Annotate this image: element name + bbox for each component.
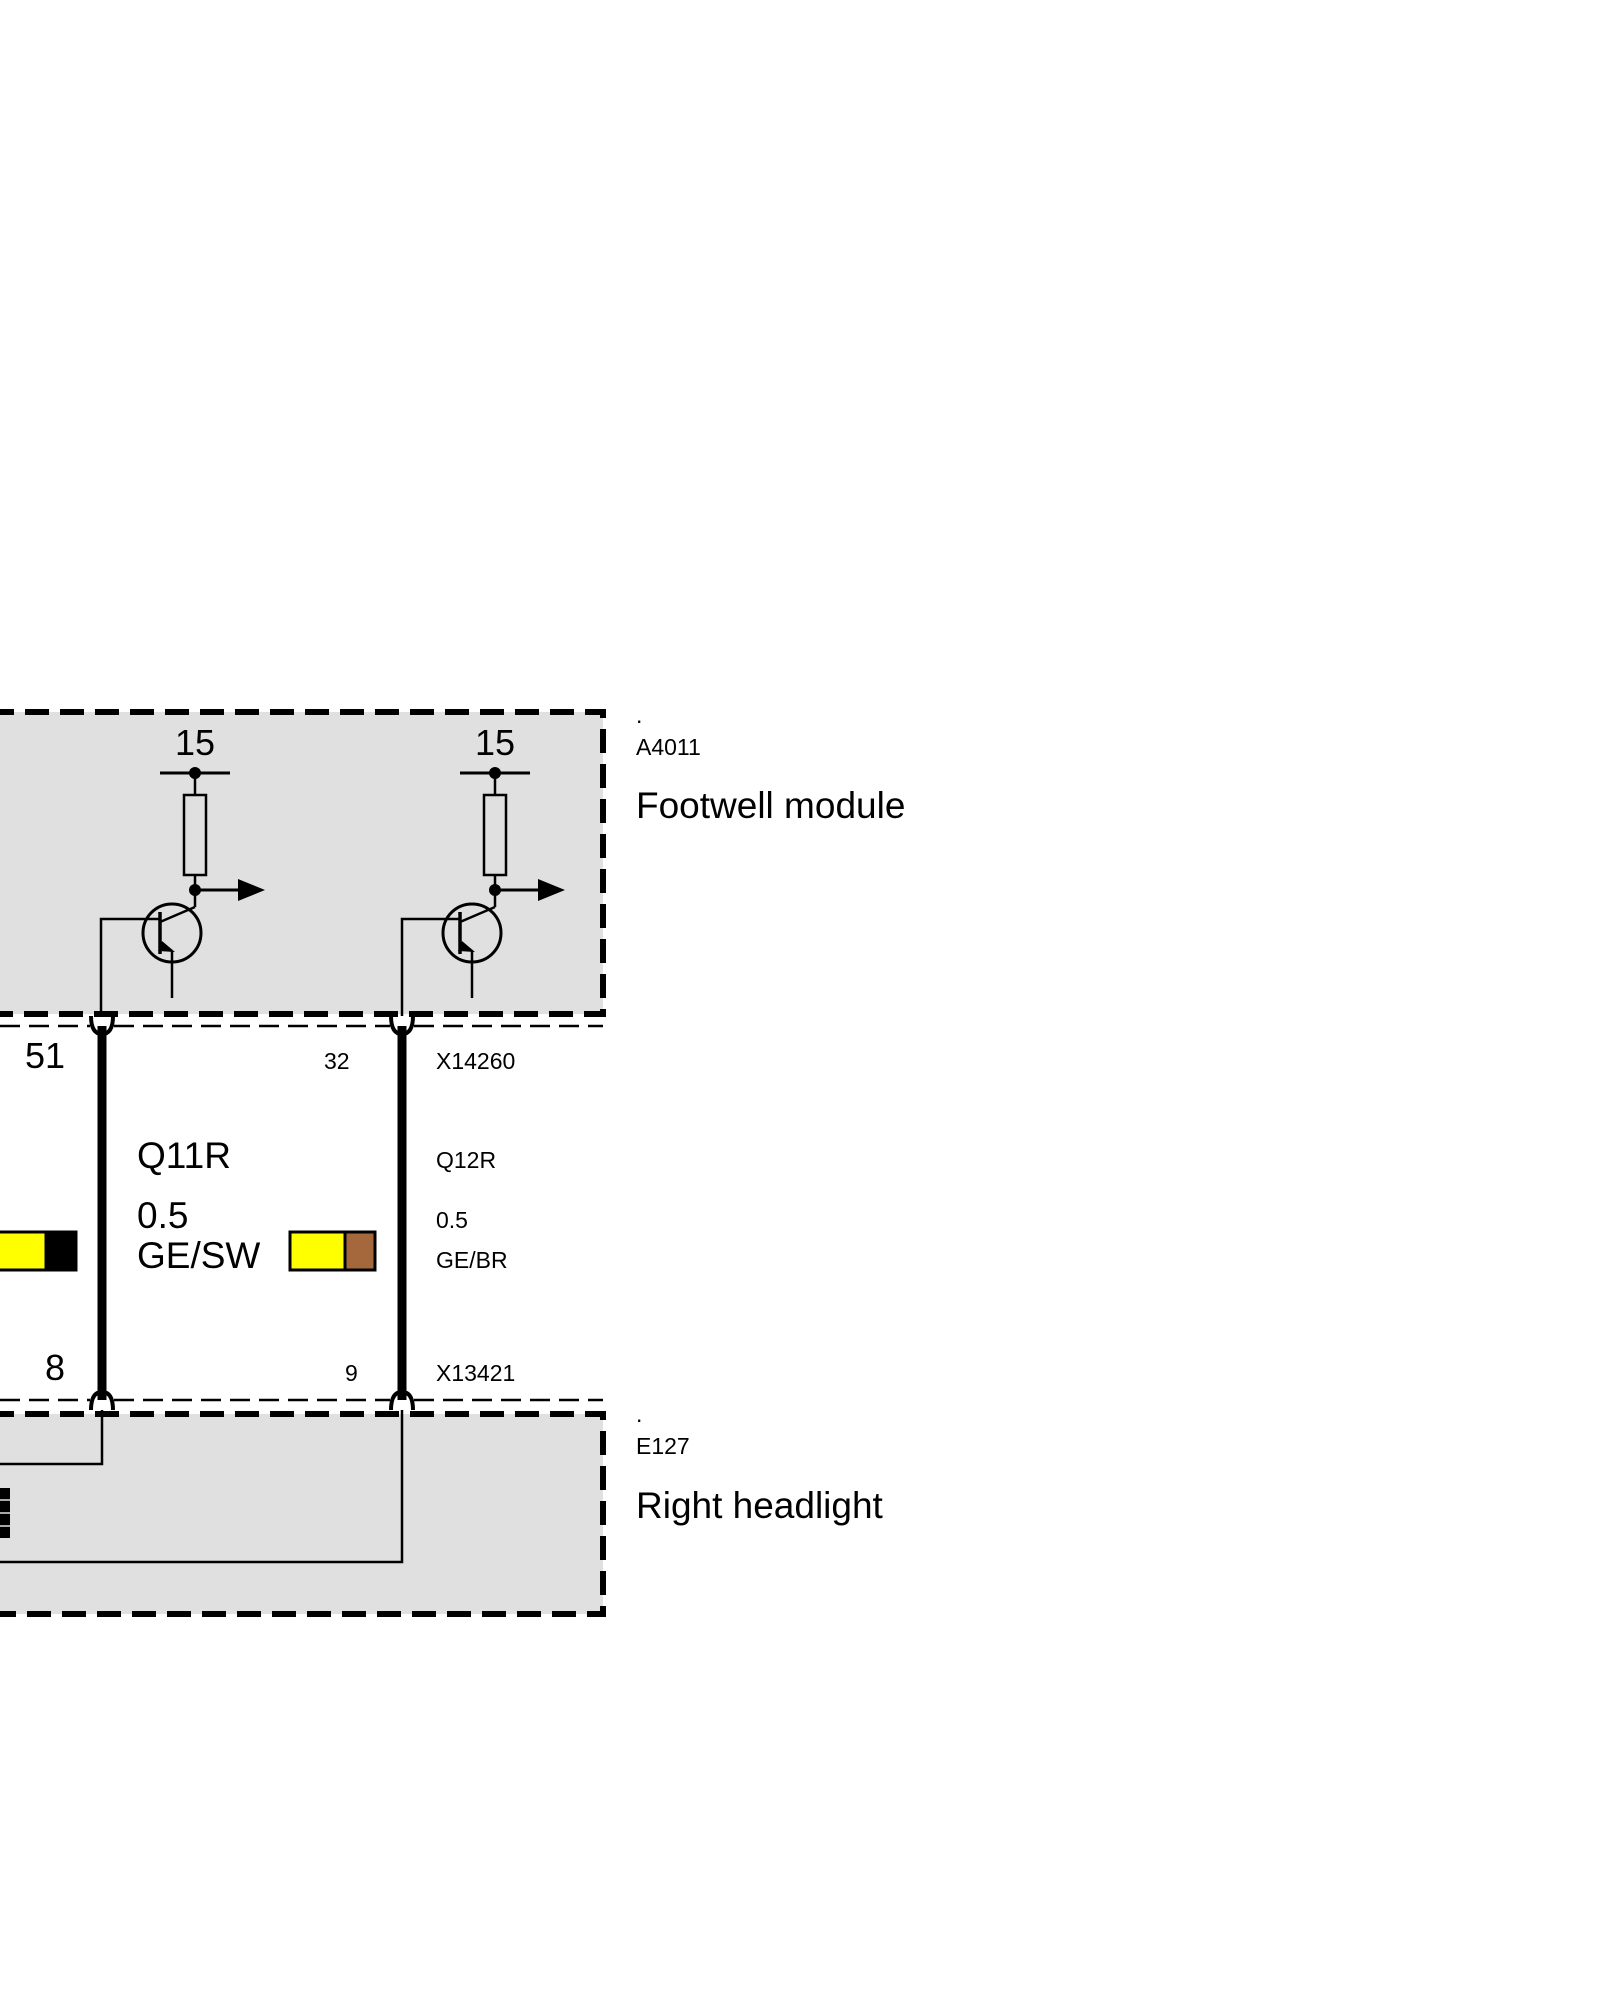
right-headlight-box [0,1411,606,1617]
supply-label-left: 15 [175,722,215,763]
wire-q11r-color-swatch [0,1230,78,1272]
left-output-driver [99,767,265,1016]
wire-q11r-gauge: 0.5 [137,1195,188,1236]
wire-q12r [389,1015,415,1411]
connector-x13421-pin-9: 9 [345,1360,358,1386]
footwell-module-dot: . [636,702,642,728]
connector-x13421-pin-8: 8 [45,1347,65,1388]
connector-x14260-pin-51: 51 [25,1035,65,1076]
wire-q11r-id: Q11R [137,1135,231,1176]
right-output-driver [400,767,565,1016]
wire-q11r [89,1015,115,1411]
wire-q12r-id: Q12R [436,1147,496,1173]
right-headlight-code: E127 [636,1433,690,1459]
footwell-module-name: Footwell module [636,785,905,826]
wire-q12r-color-swatch [288,1230,377,1272]
wire-q12r-color-code: GE/BR [436,1247,508,1273]
connector-x13421-id: X13421 [436,1360,515,1386]
wire-q11r-color-code: GE/SW [137,1235,260,1276]
right-headlight-dot: . [636,1401,642,1427]
right-headlight-module [0,1411,606,1617]
left-output-arrow-icon [238,879,265,901]
connector-x14260-pin-32: 32 [324,1048,350,1074]
headlight-internal-wiring [0,1410,404,1564]
right-output-arrow-icon [538,879,565,901]
wire-q12r-gauge: 0.5 [436,1207,468,1233]
supply-label-right: 15 [475,722,515,763]
footwell-module-code: A4011 [636,734,701,760]
right-headlight-name: Right headlight [636,1485,884,1526]
connector-x14260-id: X14260 [436,1048,515,1074]
